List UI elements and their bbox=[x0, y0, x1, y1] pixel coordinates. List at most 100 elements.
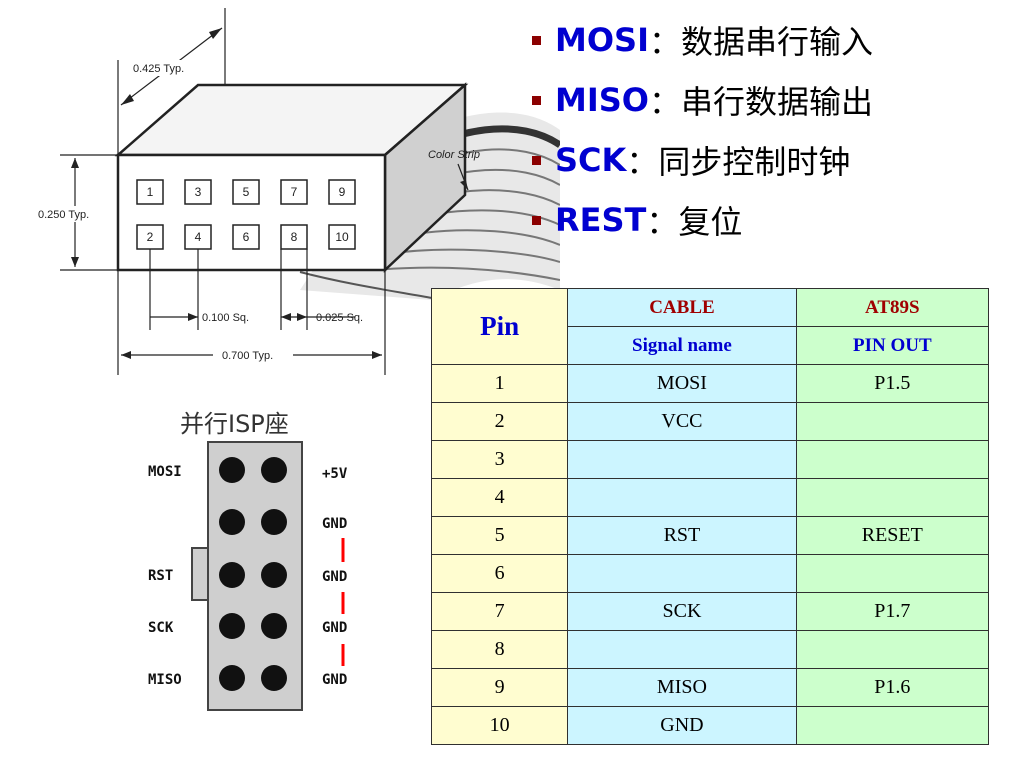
signal-cell bbox=[567, 478, 797, 517]
pin-number: 4 bbox=[195, 230, 202, 244]
signal-keyword: SCK bbox=[555, 141, 627, 179]
isp-right-label: GND bbox=[322, 569, 347, 585]
pinout-cell: P1.6 bbox=[795, 668, 990, 707]
dimension-arrows bbox=[71, 28, 382, 359]
pin-cell: 5 bbox=[430, 516, 569, 555]
table-row: 8 bbox=[430, 630, 990, 669]
pin-box bbox=[232, 179, 260, 205]
pin-box bbox=[184, 179, 212, 205]
signal-cell bbox=[567, 440, 797, 479]
pin-box bbox=[136, 179, 164, 205]
pin-cell: 10 bbox=[430, 706, 569, 745]
color-strip-pointer bbox=[457, 163, 469, 191]
pin-box bbox=[328, 179, 356, 205]
pin-out-header: PIN OUT bbox=[795, 326, 990, 365]
dimension-label-left: 0.250 Typ. bbox=[38, 209, 89, 221]
connector-dimension-drawing: 1 3 5 7 9 2 4 6 8 10 bbox=[36, 8, 560, 375]
socket-pin bbox=[219, 613, 245, 639]
socket-pin bbox=[219, 457, 245, 483]
isp-left-label: MOSI bbox=[148, 464, 182, 480]
pinout-cell bbox=[795, 440, 990, 479]
pin-column-header: Pin bbox=[430, 288, 569, 365]
dimension-label-pin: 0.025 Sq. bbox=[316, 312, 363, 324]
list-item: REST：复位 bbox=[532, 190, 873, 250]
pin-number: 2 bbox=[147, 230, 154, 244]
pin-number: 7 bbox=[291, 185, 298, 199]
list-item: MOSI：数据串行输入 bbox=[532, 10, 873, 70]
bullet-square-icon bbox=[532, 35, 541, 45]
socket-key bbox=[191, 547, 209, 601]
socket-pin bbox=[261, 665, 287, 691]
signal-description-list: MOSI：数据串行输入 MISO：串行数据输出 SCK：同步控制时钟 REST：… bbox=[532, 10, 873, 250]
dimension-label-pitch: 0.100 Sq. bbox=[202, 312, 249, 324]
signal-cell bbox=[567, 630, 797, 669]
pin-cell: 3 bbox=[430, 440, 569, 479]
socket-pin bbox=[261, 562, 287, 588]
pin-box bbox=[232, 224, 260, 250]
pin-cell: 7 bbox=[430, 592, 569, 631]
socket-pin bbox=[261, 457, 287, 483]
socket-pin bbox=[219, 665, 245, 691]
socket-pin bbox=[261, 613, 287, 639]
pin-number: 8 bbox=[291, 230, 298, 244]
signal-name-header: Signal name bbox=[567, 326, 797, 365]
pinout-cell: P1.7 bbox=[795, 592, 990, 631]
dimension-label-top: 0.425 Typ. bbox=[133, 63, 184, 75]
pin-cell: 4 bbox=[430, 478, 569, 517]
color-strip-label: Color Strip bbox=[428, 149, 480, 161]
list-item: SCK：同步控制时钟 bbox=[532, 130, 873, 190]
table-row: 4 bbox=[430, 478, 990, 517]
signal-description: ：数据串行输入 bbox=[649, 23, 874, 61]
pin-box bbox=[280, 179, 308, 205]
pin-grid: 1 3 5 7 9 2 4 6 8 10 bbox=[136, 179, 356, 250]
signal-cell: RST bbox=[567, 516, 797, 555]
isp-title: 并行ISP座 bbox=[180, 410, 289, 438]
pin-number: 9 bbox=[339, 185, 346, 199]
at89s-column-header: AT89S bbox=[795, 288, 990, 327]
table-row: 6 bbox=[430, 554, 990, 593]
isp-right-label: GND bbox=[322, 672, 347, 688]
bullet-square-icon bbox=[532, 155, 541, 165]
isp-left-label: RST bbox=[148, 568, 173, 584]
signal-description: ：串行数据输出 bbox=[649, 83, 874, 121]
pin-number: 10 bbox=[335, 230, 349, 244]
signal-cell: SCK bbox=[567, 592, 797, 631]
table-row: 3 bbox=[430, 440, 990, 479]
pinout-cell: P1.5 bbox=[795, 364, 990, 403]
pin-cell: 6 bbox=[430, 554, 569, 593]
signal-cell: MISO bbox=[567, 668, 797, 707]
cable-column-header: CABLE bbox=[567, 288, 797, 327]
bullet-square-icon bbox=[532, 95, 541, 105]
connector-housing bbox=[114, 82, 469, 273]
pinout-cell bbox=[795, 478, 990, 517]
socket-pin bbox=[261, 509, 287, 535]
pin-number: 6 bbox=[243, 230, 250, 244]
pinout-cell: RESET bbox=[795, 516, 990, 555]
pinout-cell bbox=[795, 554, 990, 593]
isp-right-label: GND bbox=[322, 516, 347, 532]
pin-number: 5 bbox=[243, 185, 250, 199]
socket-pin bbox=[219, 562, 245, 588]
pin-cell: 1 bbox=[430, 364, 569, 403]
signal-cell: GND bbox=[567, 706, 797, 745]
pinout-cell bbox=[795, 706, 990, 745]
signal-cell: MOSI bbox=[567, 364, 797, 403]
signal-cell bbox=[567, 554, 797, 593]
signal-keyword: MISO bbox=[555, 81, 649, 119]
pin-cell: 8 bbox=[430, 630, 569, 669]
pin-cell: 9 bbox=[430, 668, 569, 707]
socket-pin bbox=[219, 509, 245, 535]
isp-left-label: MISO bbox=[148, 672, 182, 688]
bullet-square-icon bbox=[532, 215, 541, 225]
table-header-row: Pin CABLE AT89S bbox=[430, 288, 990, 365]
dimension-label-width: 0.700 Typ. bbox=[222, 350, 273, 362]
isp-right-label: GND bbox=[322, 620, 347, 636]
signal-description: ：同步控制时钟 bbox=[626, 143, 851, 181]
